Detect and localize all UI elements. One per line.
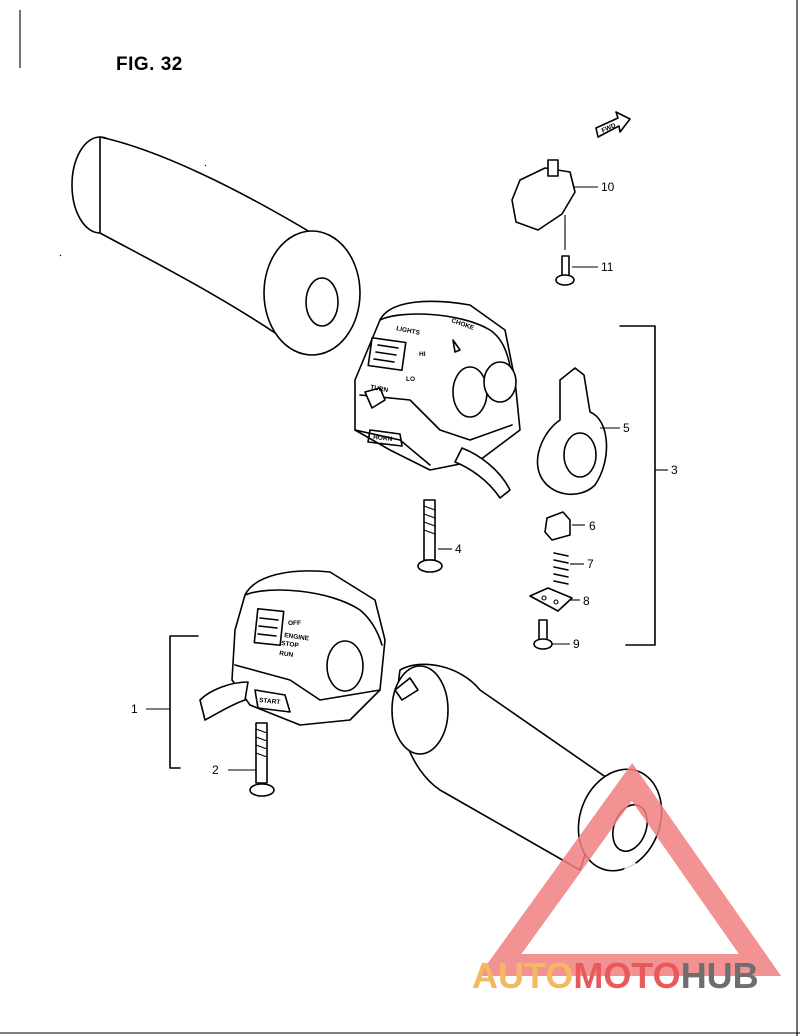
figure-title: FIG. 32 [116, 54, 183, 75]
callout-6: 6 [589, 519, 596, 533]
stop-label: STOP [281, 640, 300, 649]
callout-9: 9 [573, 637, 580, 651]
callout-2: 2 [212, 763, 219, 777]
callout-5: 5 [623, 421, 630, 435]
screw-11 [555, 255, 575, 286]
left-grip [59, 136, 361, 356]
bracket-3 [619, 325, 656, 646]
lo-label: LO [406, 376, 415, 383]
callout-8: 8 [583, 594, 590, 608]
callout-7: 7 [587, 557, 594, 571]
brake-switch-10 [511, 159, 576, 250]
watermark-moto: MOTO [573, 955, 680, 996]
callout-1: 1 [131, 702, 138, 716]
callout-11: 11 [601, 260, 614, 274]
cap-6 [544, 511, 571, 541]
choke-lever [536, 367, 608, 496]
watermark-hub: HUB [681, 955, 759, 996]
start-label: START [259, 697, 281, 706]
engine-label: ENGINE [284, 632, 310, 642]
right-switch-housing: OFF ENGINE STOP RUN START [199, 570, 386, 726]
run-label: RUN [279, 650, 294, 659]
lights-label: LIGHTS [396, 325, 421, 337]
hi-label: HI [419, 351, 426, 358]
left-switch-housing: LIGHTS HI LO CHOKE TURN HORN [354, 300, 521, 499]
fwd-arrow-icon: FWD [595, 111, 631, 138]
plate-8 [529, 587, 573, 612]
screw-2 [249, 722, 275, 797]
off-label: OFF [288, 620, 301, 627]
screw-4 [417, 499, 443, 573]
watermark-triangle-icon [478, 763, 782, 976]
turn-label: TURN [370, 384, 389, 394]
callout-4: 4 [455, 542, 462, 556]
callout-10: 10 [601, 180, 615, 194]
spring-7 [553, 552, 569, 585]
bracket-1 [169, 635, 199, 769]
watermark-auto: AUTO [472, 955, 573, 996]
watermark-text: AUTOMOTOHUB [472, 955, 759, 996]
callout-3: 3 [671, 463, 678, 477]
horn-label: HORN [373, 434, 393, 443]
watermark-inner-triangle [568, 858, 694, 948]
watermark-logo [478, 763, 782, 976]
screw-9 [533, 619, 553, 650]
